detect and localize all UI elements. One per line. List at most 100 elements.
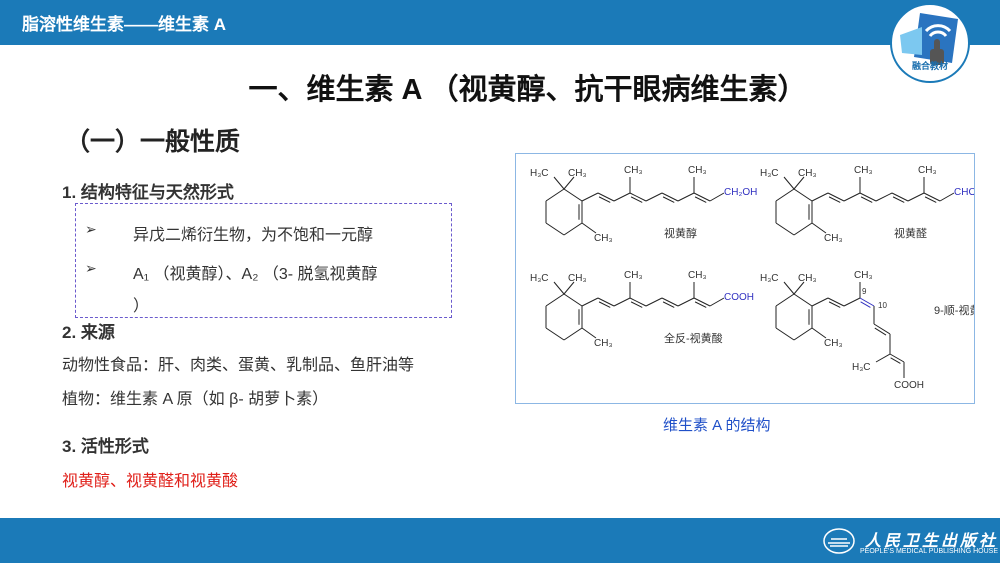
bond (873, 323, 891, 335)
source-animal: 动物性食品：肝、肉类、蛋黄、乳制品、鱼肝油等 (62, 357, 415, 374)
bond (875, 192, 893, 202)
ch3-label: CH₃ (688, 165, 707, 176)
ch3-label: CH₃ (798, 273, 817, 284)
bullet-text: 异戊二烯衍生物，为不饱和一元醇 (133, 227, 374, 244)
source-heading: 2. 来源 (62, 323, 115, 342)
double-bond (598, 301, 611, 308)
bond (811, 297, 829, 307)
ch3-label: CH₃ (688, 270, 707, 281)
bond (775, 293, 795, 307)
ch3-label: CH₃ (798, 168, 817, 179)
bond (613, 192, 631, 202)
h3c-label: H₃C (852, 362, 871, 373)
h3c-label: H₃C (530, 273, 549, 284)
bond (793, 281, 805, 295)
ch3-label: CH₃ (824, 338, 843, 349)
double-bond (630, 196, 643, 203)
bond (581, 327, 597, 339)
arrow-bullet-icon: ➢ (85, 260, 97, 276)
double-bond (694, 196, 707, 203)
bond (827, 297, 845, 307)
ch3-label: CH₃ (594, 233, 613, 244)
molecule-name: 全反-视黄酸 (664, 331, 723, 345)
double-bond (598, 196, 611, 203)
bond (629, 297, 647, 307)
header-bar: 脂溶性维生素——维生素 A (0, 0, 1000, 45)
bond (563, 176, 575, 190)
header-title: 脂溶性维生素——维生素 A (22, 15, 226, 34)
double-bond (892, 196, 905, 203)
bond (793, 222, 813, 236)
molecule-name: 视黄醇 (664, 226, 697, 240)
bullet-box (75, 203, 452, 318)
bond (545, 188, 565, 202)
publisher-logo-icon (823, 528, 855, 554)
bond (811, 192, 829, 202)
bond (783, 176, 795, 190)
figure-caption: 维生素 A 的结构 (663, 417, 771, 434)
footer-bar (0, 518, 1000, 563)
logo: 融合教材 (890, 3, 970, 83)
bond (563, 222, 583, 236)
bond (613, 297, 631, 307)
double-bond (662, 196, 675, 203)
source-plant: 植物：维生素 A 原（如 β- 胡萝卜素） (62, 391, 329, 408)
bond (793, 327, 813, 341)
functional-group: COOH (724, 292, 754, 303)
functional-group: COOH (894, 380, 924, 391)
bond (693, 192, 711, 202)
arrow-bullet-icon: ➢ (85, 221, 97, 237)
bond (545, 293, 565, 307)
bond (793, 188, 813, 202)
bond (597, 192, 615, 202)
bond (891, 192, 909, 202)
ch3-label: CH₃ (854, 165, 873, 176)
double-bond (828, 301, 841, 308)
double-bond (828, 196, 841, 203)
structure-heading: 1. 结构特征与天然形式 (62, 183, 234, 202)
position-marker: 9 (862, 287, 867, 296)
ch3-label: CH₃ (624, 270, 643, 281)
bond (709, 192, 725, 202)
h3c-label: H₃C (760, 168, 779, 179)
bond (889, 353, 905, 363)
bond (775, 327, 795, 341)
ch3-label: CH₃ (568, 168, 587, 179)
publisher-name-en: PEOPLE'S MEDICAL PUBLISHING HOUSE (860, 548, 999, 555)
bond (859, 192, 877, 202)
double-bond (860, 196, 873, 203)
bond (875, 353, 891, 363)
bond (907, 192, 925, 202)
bond (597, 297, 615, 307)
bullet-text: A₁ （视黄醇）、A₂ （3- 脱氢视黄醇 (133, 266, 378, 283)
bond (563, 188, 583, 202)
ch3-label: CH₃ (854, 270, 873, 281)
bullet-tail: ） (133, 298, 150, 315)
ch3-label: CH₃ (624, 165, 643, 176)
publisher-name: 人民卫生出版社 (865, 533, 999, 550)
bond (775, 188, 795, 202)
bond (677, 192, 695, 202)
bond (811, 222, 827, 234)
bond (563, 281, 575, 295)
bond (677, 297, 695, 307)
touch-wifi-icon (900, 13, 958, 65)
bond (645, 192, 663, 202)
bond (645, 297, 663, 307)
double-bond (860, 301, 871, 308)
bond (923, 192, 941, 202)
ch3-label: CH₃ (594, 338, 613, 349)
bond (563, 327, 583, 341)
bond (793, 176, 805, 190)
bond (545, 222, 565, 236)
bullet-item: ➢ A₁ （视黄醇）、A₂ （3- 脱氢视黄醇 (85, 260, 378, 284)
bond (563, 293, 583, 307)
double-bond (662, 301, 675, 308)
bond (793, 293, 813, 307)
bond (661, 297, 679, 307)
section-heading: （一）一般性质 (65, 128, 241, 156)
double-bond (890, 357, 901, 364)
logo-text: 融合教材 (911, 61, 948, 71)
